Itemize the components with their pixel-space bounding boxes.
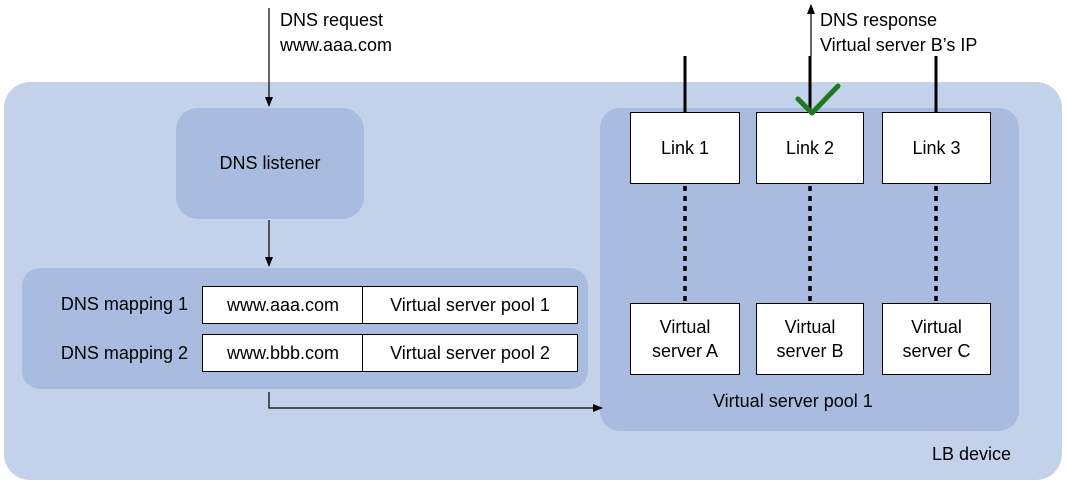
- dns-response-label-1: DNS response: [820, 10, 938, 30]
- link-3-label: Link 3: [912, 138, 961, 158]
- dns-listener: DNS listener: [176, 108, 364, 219]
- dns-mapping-2-label: DNS mapping 2: [60, 343, 188, 363]
- check-icon: [795, 83, 841, 116]
- dns-listener-label: DNS listener: [219, 153, 321, 173]
- virtual-server-a-line2: server A: [651, 341, 719, 361]
- virtual-server-c-line1: Virtual: [911, 317, 962, 337]
- virtual-server-a-line1: Virtual: [659, 317, 711, 337]
- dns-request-label-2: www.aaa.com: [280, 35, 393, 55]
- link-1-box: Link 1: [630, 112, 740, 184]
- mapping-to-pool-arrow: [268, 392, 603, 412]
- virtual-server-c: Virtual server C: [882, 303, 991, 375]
- dns-mapping-1-pool: Virtual server pool 1: [362, 286, 578, 324]
- link-2-label: Link 2: [785, 138, 835, 158]
- link-2-box: Link 2: [756, 112, 864, 184]
- virtual-server-pool-label: Virtual server pool 1: [713, 391, 873, 411]
- dns-response-label-2: Virtual server B’s IP: [820, 35, 978, 55]
- virtual-server-b-line2: server B: [776, 341, 844, 361]
- dns-mapping-2-pool: Virtual server pool 2: [362, 334, 578, 372]
- lb-device-label: LB device: [932, 444, 1012, 464]
- dns-request-label-1: DNS request: [280, 10, 384, 30]
- virtual-server-b: Virtual server B: [756, 303, 864, 375]
- virtual-server-b-line1: Virtual: [784, 317, 836, 337]
- virtual-server-c-line2: server C: [902, 341, 971, 361]
- dns-mapping-1-domain: www.aaa.com: [202, 286, 364, 324]
- link-1-label: Link 1: [660, 138, 710, 158]
- dns-mapping-1-label: DNS mapping 1: [60, 294, 188, 314]
- virtual-server-a: Virtual server A: [630, 303, 740, 375]
- dns-mapping-2-domain: www.bbb.com: [202, 334, 364, 372]
- link-3-box: Link 3: [882, 112, 991, 184]
